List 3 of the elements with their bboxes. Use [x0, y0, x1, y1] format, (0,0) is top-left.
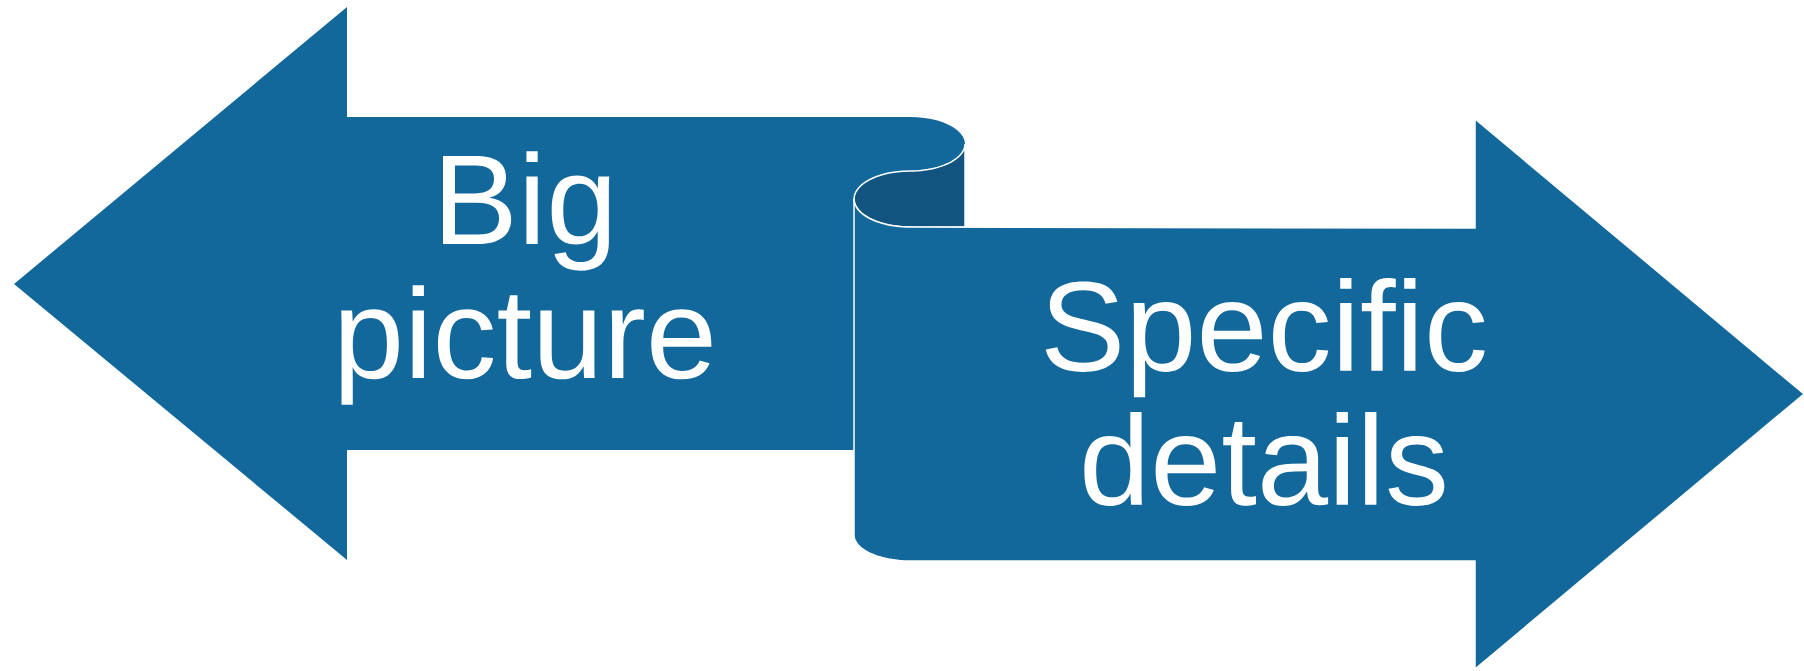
arrow-banner: Big picture	[14, 7, 965, 560]
arrow-banner: Specific details	[853, 117, 1804, 671]
node-label: Big picture	[341, 151, 712, 405]
